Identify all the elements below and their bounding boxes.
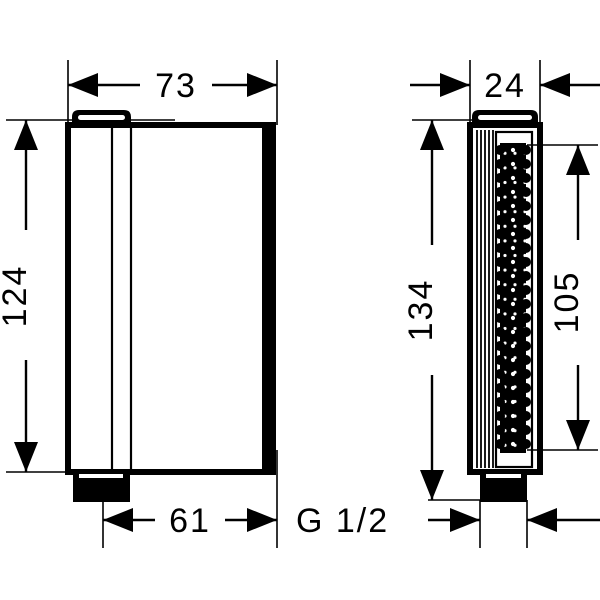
dim-124-arrow-top bbox=[14, 120, 38, 150]
dimension-width-73: 73 bbox=[68, 62, 277, 108]
side-view-nozzle-column bbox=[495, 143, 531, 453]
dim-g12-arrow-right bbox=[527, 508, 557, 532]
connector-slot bbox=[79, 474, 123, 478]
dim-105-arrow-bottom bbox=[566, 420, 590, 450]
dim-g12-arrow-left bbox=[450, 508, 480, 532]
dim-73-arrow-left bbox=[68, 73, 98, 97]
nozzle-scallops-right bbox=[521, 145, 531, 449]
side-view-rib-lines bbox=[476, 130, 494, 468]
dim-61-arrow-left bbox=[103, 508, 133, 532]
dim-g12-label: G 1/2 bbox=[296, 502, 389, 540]
dim-24-arrow-left bbox=[440, 73, 470, 97]
dim-134-arrow-bottom bbox=[420, 470, 444, 500]
side-view-bottom-connector bbox=[480, 472, 527, 502]
dim-124-text-mask bbox=[4, 230, 50, 360]
front-view-bottom-connector bbox=[73, 472, 130, 502]
dimension-thread-g12: G 1/2 bbox=[288, 497, 600, 543]
dimension-height-105: 105 bbox=[548, 145, 600, 450]
dim-73-text-mask bbox=[140, 62, 212, 108]
dim-61-text-mask bbox=[155, 497, 225, 543]
dim-24-arrow-right bbox=[540, 73, 570, 97]
side-view-top-cap-slot bbox=[478, 115, 532, 120]
side-view-top-cap bbox=[472, 110, 538, 124]
front-view-top-cap-slot bbox=[78, 115, 125, 120]
dim-124-arrow-bottom bbox=[14, 442, 38, 472]
dim-24-label: 24 bbox=[484, 67, 526, 105]
side-view-inner-frame bbox=[494, 130, 534, 469]
dim-73-label: 73 bbox=[155, 67, 197, 105]
dim-105-text-mask bbox=[556, 240, 600, 365]
dimension-width-61: 61 bbox=[103, 497, 277, 543]
front-view-right-edge-band bbox=[262, 128, 273, 471]
dimension-depth-24: 24 bbox=[410, 62, 600, 108]
dim-61-arrow-right bbox=[247, 508, 277, 532]
dimension-height-124: 124 bbox=[0, 120, 50, 472]
dim-134-text-mask bbox=[410, 245, 456, 375]
dim-134-arrow-top bbox=[420, 120, 444, 150]
front-view-top-cap bbox=[72, 110, 131, 124]
nozzle-center-holes bbox=[510, 147, 516, 447]
dim-24-text-mask bbox=[473, 62, 537, 108]
dimension-height-134: 134 bbox=[402, 120, 456, 500]
dim-73-arrow-right bbox=[247, 73, 277, 97]
dim-g12-text-mask bbox=[288, 497, 428, 543]
dim-105-label: 105 bbox=[548, 271, 586, 334]
side-view-group bbox=[412, 60, 598, 548]
dim-124-label: 124 bbox=[0, 265, 34, 328]
nozzle-scallops-left bbox=[495, 145, 505, 449]
dim-134-label: 134 bbox=[402, 279, 440, 342]
front-view-seam-lines bbox=[110, 128, 133, 469]
dim-105-arrow-top bbox=[566, 145, 590, 175]
front-view-group bbox=[6, 60, 278, 548]
side-connector-slot bbox=[486, 474, 521, 478]
dim-61-label: 61 bbox=[169, 502, 211, 540]
